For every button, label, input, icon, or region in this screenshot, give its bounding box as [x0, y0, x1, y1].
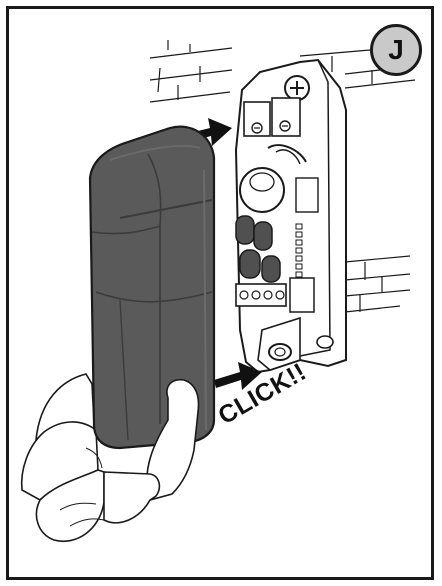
receiver-board [234, 58, 347, 374]
step-badge: J [370, 24, 422, 76]
hand-detail-lines [59, 447, 105, 527]
receiver-cover [88, 125, 216, 450]
brick-wall-left [149, 40, 233, 103]
push-arrow-bottom [214, 362, 262, 390]
hand [20, 373, 99, 501]
